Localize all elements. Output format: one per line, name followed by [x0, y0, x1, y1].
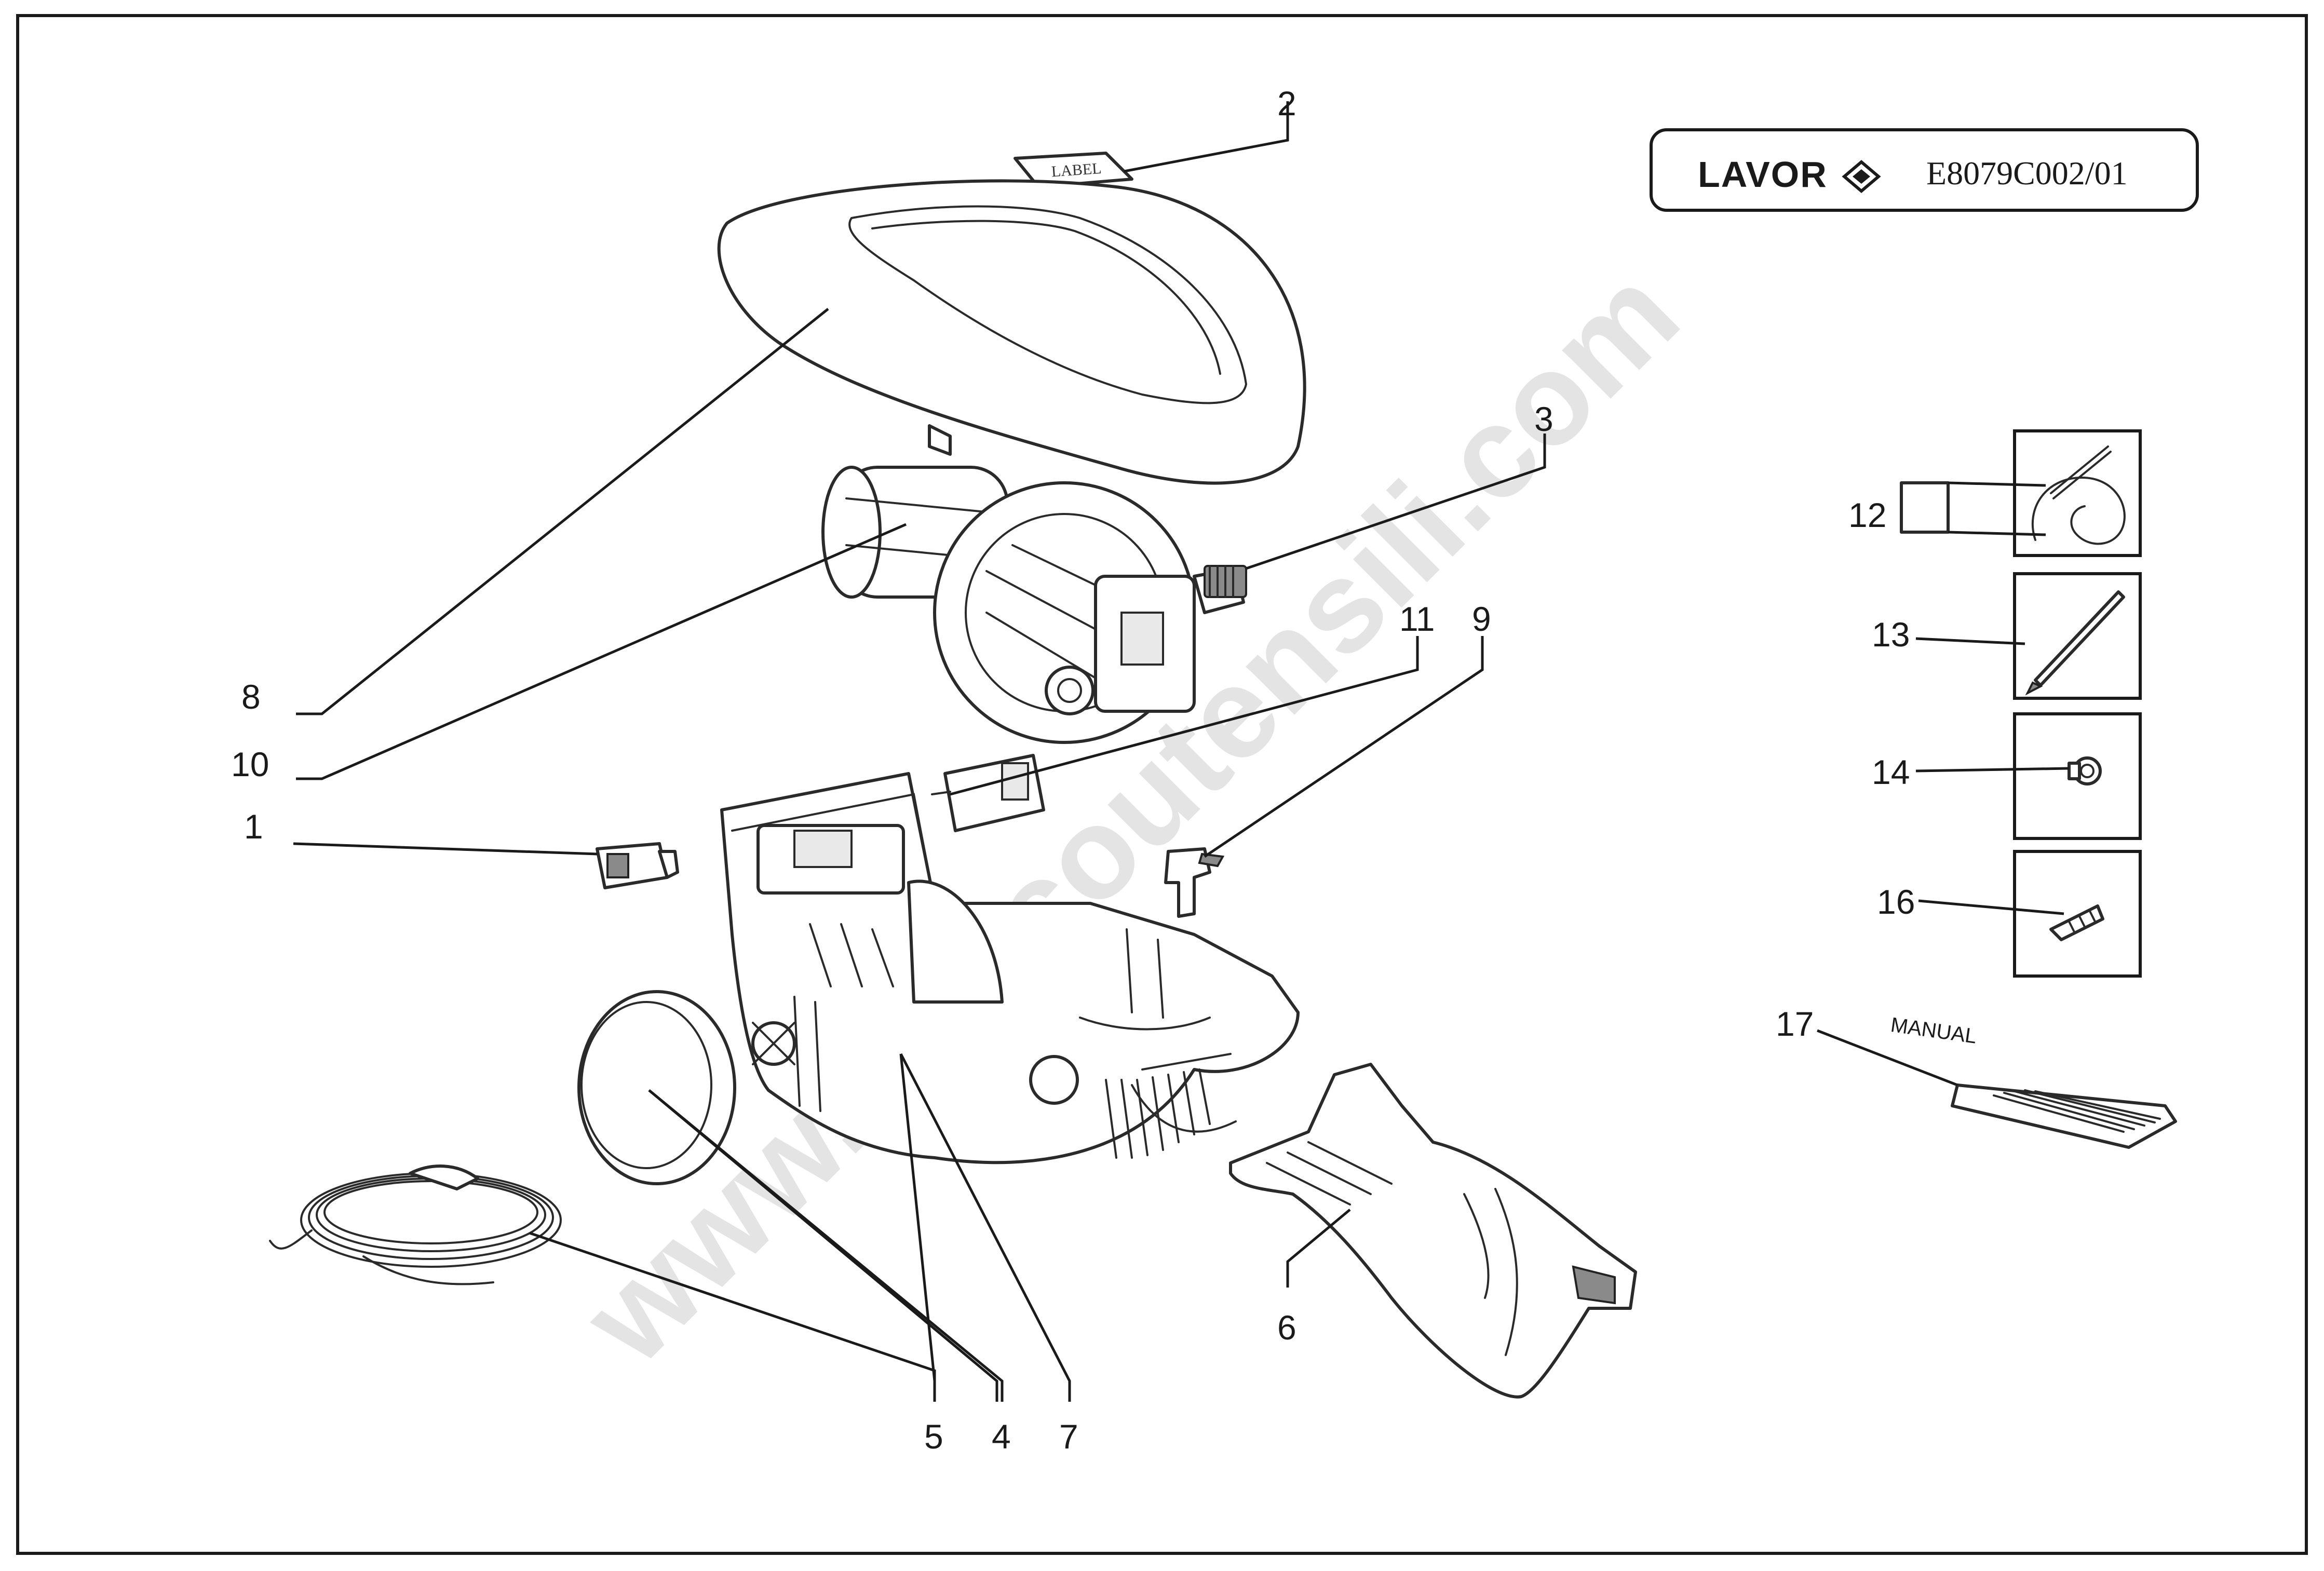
manual-tag-text: MANUAL	[1889, 1013, 1978, 1048]
part-6-handle	[1229, 1063, 1637, 1399]
callout-2: 2	[1277, 84, 1296, 123]
callout-14: 14	[1872, 753, 1910, 791]
callout-13: 13	[1872, 615, 1910, 654]
drawing-frame	[16, 14, 2308, 1555]
brand-logo-text: LAVOR	[1698, 154, 1828, 195]
part-4-wheel	[577, 990, 736, 1185]
part-2-label: LABEL	[1014, 152, 1133, 188]
callout-3: 3	[1534, 400, 1553, 438]
callout-4: 4	[992, 1417, 1011, 1456]
callout-6: 6	[1277, 1308, 1296, 1347]
callout-12: 12	[1848, 496, 1886, 534]
brand-diamond-icon	[1842, 160, 1881, 193]
part-9-clip	[1164, 847, 1225, 918]
callout-1: 1	[244, 807, 263, 846]
callout-17: 17	[1776, 1005, 1814, 1043]
body-grille	[1105, 1068, 1211, 1159]
part-11-switch	[931, 754, 1045, 832]
part-7-body	[720, 772, 1300, 1164]
manual-hatching	[1993, 1089, 2161, 1133]
part-5-cable	[269, 1164, 562, 1285]
callout-11: 11	[1399, 600, 1435, 638]
part-3-pump-head	[933, 481, 1247, 744]
callout-7: 7	[1059, 1417, 1078, 1456]
callout-16: 16	[1877, 883, 1915, 921]
drawing-code: E8079C002/01	[1926, 155, 2128, 192]
title-block: LAVOR E8079C002/01	[1650, 128, 2199, 212]
outlet-thread	[1204, 565, 1247, 598]
callout-8: 8	[241, 678, 261, 716]
part-10-motor	[821, 466, 1009, 599]
accessory-box-16	[2013, 850, 2142, 978]
part-17-manual: MANUAL	[1889, 1013, 2177, 1149]
part-1-connector	[596, 842, 679, 889]
accessory-box-12	[1900, 429, 2142, 557]
accessory-box-13	[2013, 572, 2142, 700]
callout-numbers: 2 3 8 10 11 9 1 5 4 7 6 12 13 14 16 17	[231, 84, 1915, 1456]
callout-5: 5	[924, 1417, 943, 1456]
leader-lines	[293, 101, 2070, 1402]
callout-10: 10	[231, 745, 269, 783]
callout-9: 9	[1472, 600, 1491, 638]
part-8-cover	[717, 179, 1306, 485]
label-tag-text: LABEL	[1051, 160, 1102, 181]
accessory-box-14	[2013, 712, 2142, 840]
